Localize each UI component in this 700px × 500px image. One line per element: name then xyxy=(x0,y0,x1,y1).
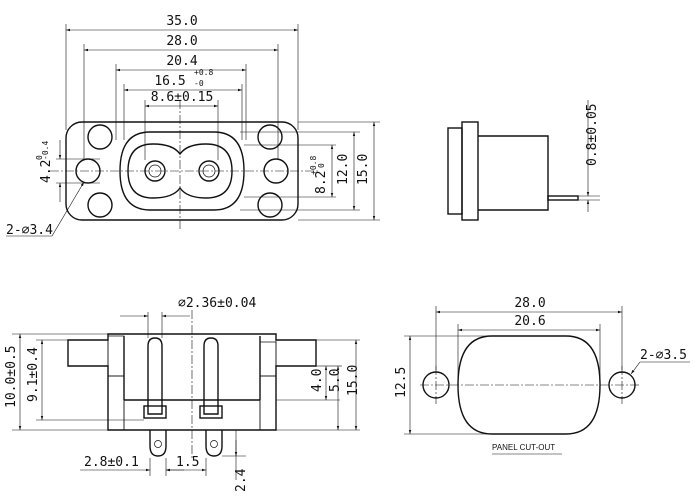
dim-8-2-tol-minus: 0 xyxy=(317,163,326,168)
cutout-hole-callout: 2-⌀3.5 xyxy=(640,348,687,363)
dim-16-5-label: 16.5 xyxy=(154,74,185,89)
panel-cutout-view: 28.0 20.6 12.5 2-⌀3.5 PANEL CUT-OUT xyxy=(394,296,690,455)
pin-diameter-label: ⌀2.36±0.04 xyxy=(178,296,256,311)
side-view: 0.8±0.05 xyxy=(447,100,600,221)
dim-12-label: 12.0 xyxy=(336,154,351,185)
dim-8-6-label: 8.6±0.15 xyxy=(151,90,214,105)
cutout-width-label: 28.0 xyxy=(514,296,545,311)
dim-9-1-label: 9.1±0.4 xyxy=(26,347,41,402)
dim-8-2-label: 8.2 xyxy=(314,171,329,194)
dim-15-section-label: 15.0 xyxy=(346,365,361,396)
dim-35-label: 35.0 xyxy=(166,14,197,29)
flange-hole-tr xyxy=(257,124,283,150)
dim-20-4-label: 20.4 xyxy=(166,54,197,69)
pin-gap-label: 1.5 xyxy=(176,455,199,470)
dim-16-5-tol-plus: +0.8 xyxy=(194,68,213,77)
dim-8-2-tol-plus: +0.8 xyxy=(309,156,318,175)
terminal-left xyxy=(149,430,167,457)
side-flange xyxy=(447,127,463,215)
section-flange-left xyxy=(67,339,109,367)
cutout-slot-height-label: 12.5 xyxy=(394,367,409,398)
section-pin-left xyxy=(147,337,163,415)
dim-4-2-label: 4.2 xyxy=(39,160,54,183)
dim-4-2-tol-plus: 0 xyxy=(35,155,44,160)
flange-hole-bl xyxy=(87,192,113,218)
dim-10-label: 10.0±0.5 xyxy=(4,345,19,408)
side-pin xyxy=(547,195,579,201)
dim-5-label: 5.0 xyxy=(328,369,343,392)
dim-4-2-tol-minus: -0.4 xyxy=(41,141,50,160)
pin-length-label: 2.4 xyxy=(234,468,249,492)
dim-4-label: 4.0 xyxy=(310,369,325,392)
section-view: ⌀2.36±0.04 10.0±0.5 9.1±0.4 4.0 5.0 15.0… xyxy=(4,296,361,492)
terminal-right xyxy=(205,430,223,457)
section-flange-right xyxy=(275,339,317,367)
cutout-slot-width-label: 20.6 xyxy=(514,314,545,329)
top-view: 35.0 28.0 20.4 16.5 +0.8 -0 8.6±0.15 4.2… xyxy=(6,14,380,238)
side-body xyxy=(478,135,549,211)
cutout-slot xyxy=(457,335,601,435)
dim-15-label: 15.0 xyxy=(356,154,371,185)
top-hole-callout: 2-⌀3.4 xyxy=(6,223,53,238)
pin-offset-label: 2.8±0.1 xyxy=(84,455,139,470)
flange-hole-tl xyxy=(87,124,113,150)
cutout-caption: PANEL CUT-OUT xyxy=(492,443,555,452)
side-pin-thickness-label: 0.8±0.05 xyxy=(585,103,600,166)
socket-outer xyxy=(119,131,245,211)
dim-28-label: 28.0 xyxy=(166,34,197,49)
flange-hole-br xyxy=(257,192,283,218)
socket-cavity xyxy=(127,143,233,199)
section-pin-right xyxy=(203,337,219,415)
side-face xyxy=(461,121,479,221)
dim-16-5-tol-minus: -0 xyxy=(194,79,204,88)
